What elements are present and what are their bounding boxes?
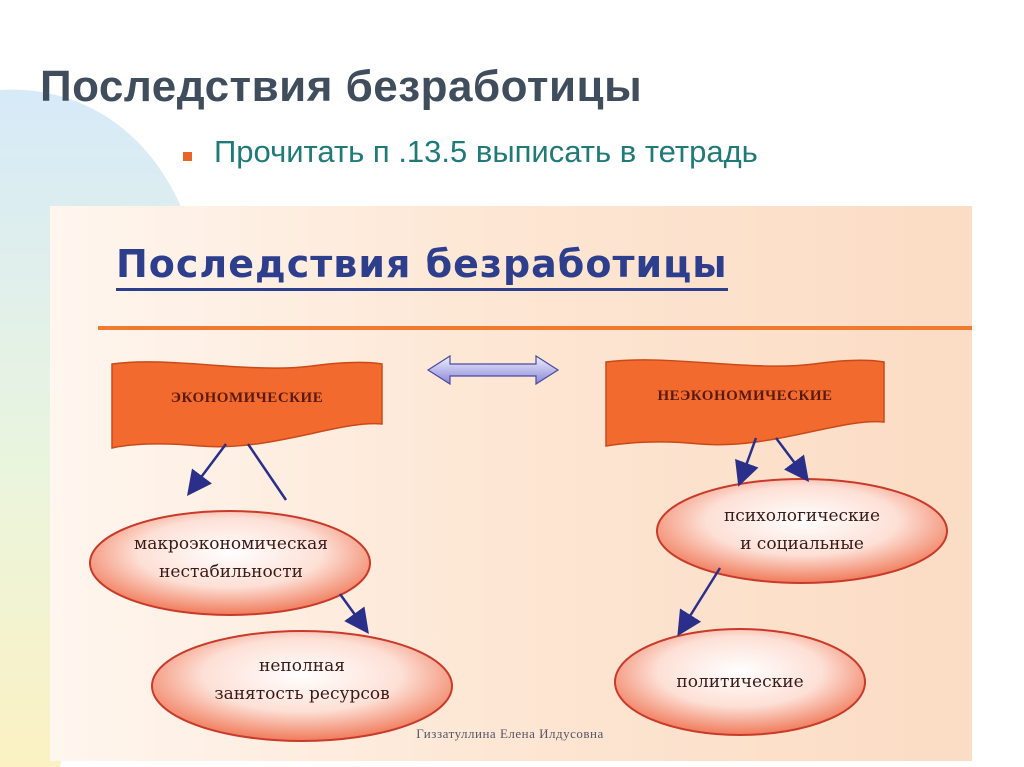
arrow-economic-to-left bbox=[187, 443, 227, 496]
psych-line1: психологические bbox=[723, 506, 881, 526]
noneconomic-flag-shape bbox=[605, 359, 885, 447]
underemployment-line2: занятость ресурсов bbox=[214, 684, 390, 704]
political-ellipse bbox=[614, 628, 866, 736]
underemployment-ellipse bbox=[151, 630, 453, 742]
bullet-square-icon bbox=[183, 151, 192, 161]
macro-line1: макроэкономическая bbox=[134, 534, 328, 554]
author-caption: Гиззатуллина Елена Илдусовна bbox=[416, 726, 604, 741]
psych-line2: и социальные bbox=[740, 534, 864, 554]
economic-label: ЭКОНОМИЧЕСКИЕ bbox=[170, 390, 324, 406]
economic-flag-shape bbox=[111, 361, 383, 449]
macro-instability-label: макроэкономическая нестабильности bbox=[86, 530, 376, 586]
arrow-macro-to-underemployment bbox=[338, 593, 369, 635]
arrow-psych-to-political bbox=[677, 567, 722, 637]
bullet-text: Прочитать п .13.5 выписать в тетрадь bbox=[214, 134, 758, 169]
psych-social-label: психологические и социальные bbox=[657, 502, 947, 558]
orange-divider bbox=[98, 326, 972, 330]
bullet-item: Прочитать п .13.5 выписать в тетрадь bbox=[183, 134, 758, 170]
macro-line2: нестабильности bbox=[159, 562, 303, 582]
diagram-picture: Последствия безработицы bbox=[50, 206, 972, 761]
political-label: политические bbox=[676, 672, 804, 692]
double-arrow-icon bbox=[426, 354, 560, 386]
noneconomic-label: НЕЭКОНОМИЧЕСКИЕ bbox=[657, 388, 833, 404]
macro-instability-ellipse bbox=[89, 510, 371, 616]
arrow-noneconomic-to-psych-left bbox=[735, 437, 759, 487]
diagram-shapes bbox=[89, 354, 948, 742]
underemployment-line1: неполная bbox=[259, 656, 345, 676]
diagram-title: Последствия безработицы bbox=[116, 242, 728, 291]
arrow-noneconomic-to-psych-right bbox=[775, 437, 809, 482]
slide-title: Последствия безработицы bbox=[40, 62, 643, 111]
underemployment-label: неполная занятость ресурсов bbox=[152, 652, 452, 708]
arrow-economic-to-macro bbox=[246, 443, 288, 501]
